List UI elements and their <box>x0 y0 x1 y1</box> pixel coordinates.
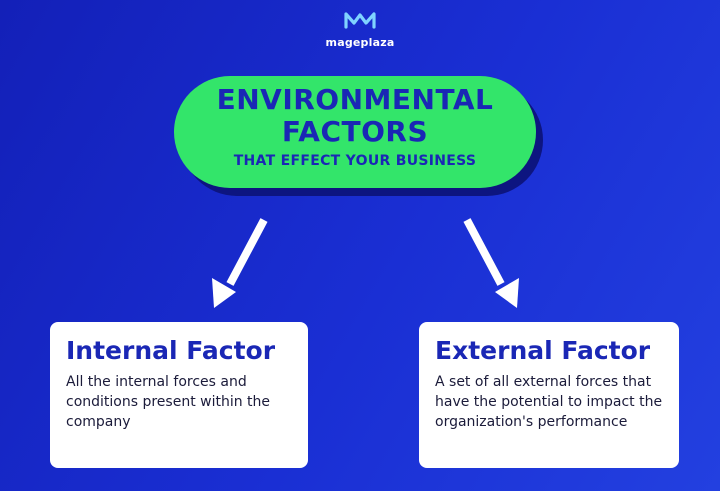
title-line-2: FACTORS <box>281 115 429 148</box>
internal-factor-card: Internal Factor All the internal forces … <box>50 322 308 468</box>
arrow-to-internal-icon <box>212 218 268 308</box>
logo: mageplaza <box>0 10 720 49</box>
external-factor-description: A set of all external forces that have t… <box>435 374 663 430</box>
internal-factor-description: All the internal forces and conditions p… <box>66 374 271 430</box>
title-line-1: ENVIRONMENTAL <box>216 83 494 116</box>
external-factor-card: External Factor A set of all external fo… <box>419 322 679 468</box>
arrow-to-external-icon <box>463 218 519 308</box>
title-pill: ENVIRONMENTAL FACTORS THAT EFFECT YOUR B… <box>174 76 536 188</box>
title-subtitle: THAT EFFECT YOUR BUSINESS <box>233 153 477 169</box>
external-factor-title: External Factor <box>435 336 651 365</box>
mageplaza-m-icon <box>344 12 376 29</box>
internal-factor-title: Internal Factor <box>66 336 276 365</box>
logo-text: mageplaza <box>325 36 395 49</box>
